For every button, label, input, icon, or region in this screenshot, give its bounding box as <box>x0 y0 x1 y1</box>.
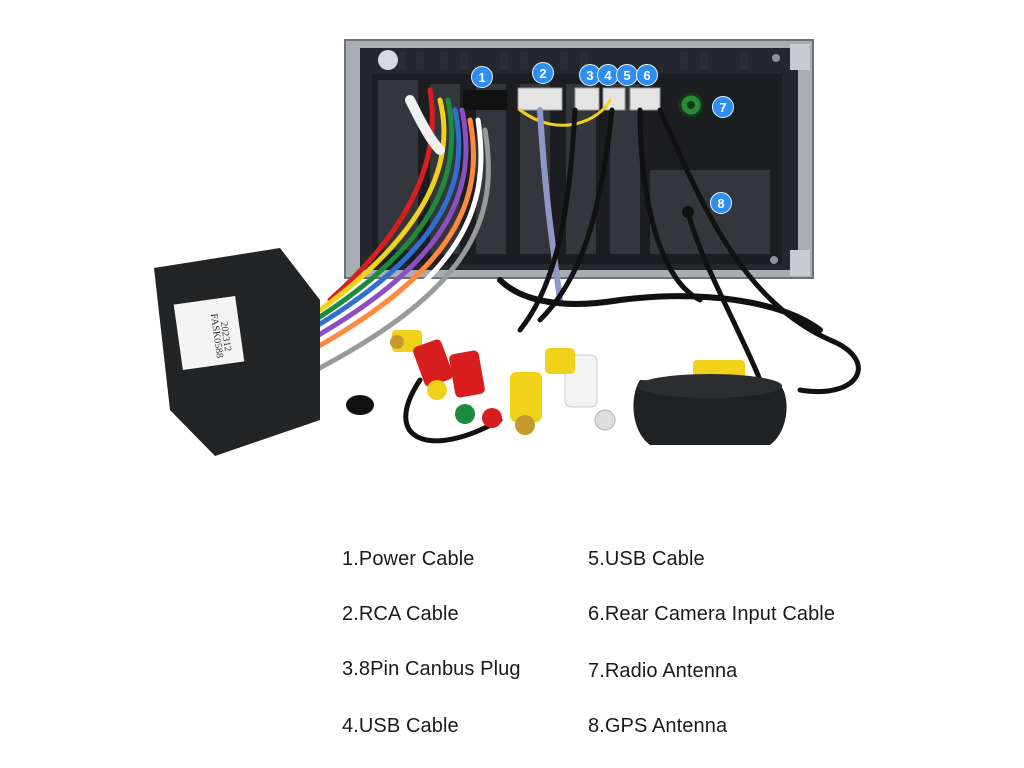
product-photo: FASK0588 202312 <box>154 39 861 456</box>
legend-item-3: 3.8Pin Canbus Plug <box>342 658 521 680</box>
legend-item-6: 6.Rear Camera Input Cable <box>588 603 836 625</box>
gps-antenna-puck <box>633 374 787 445</box>
callout-badge-7: 7 <box>712 96 734 118</box>
legend-item-8: 8.GPS Antenna <box>588 715 728 737</box>
legend-item-1: 1.Power Cable <box>342 548 475 570</box>
legend-item-7: 7.Radio Antenna <box>588 660 738 682</box>
callout-badge-1: 1 <box>471 66 493 88</box>
legend-item-5: 5.USB Cable <box>588 548 705 570</box>
callout-badge-5: 5 <box>616 64 638 86</box>
callout-badge-2: 2 <box>532 62 554 84</box>
wire-bundle <box>307 87 861 444</box>
callout-badge-8: 8 <box>710 192 732 214</box>
legend-item-4: 4.USB Cable <box>342 715 459 737</box>
legend-item-2: 2.RCA Cable <box>342 603 459 625</box>
harness-label-line2: 202312 <box>218 321 233 352</box>
callout-badge-6: 6 <box>636 64 658 86</box>
connector-blocks <box>463 87 704 218</box>
harness-plug: FASK0588 202312 <box>154 248 320 456</box>
